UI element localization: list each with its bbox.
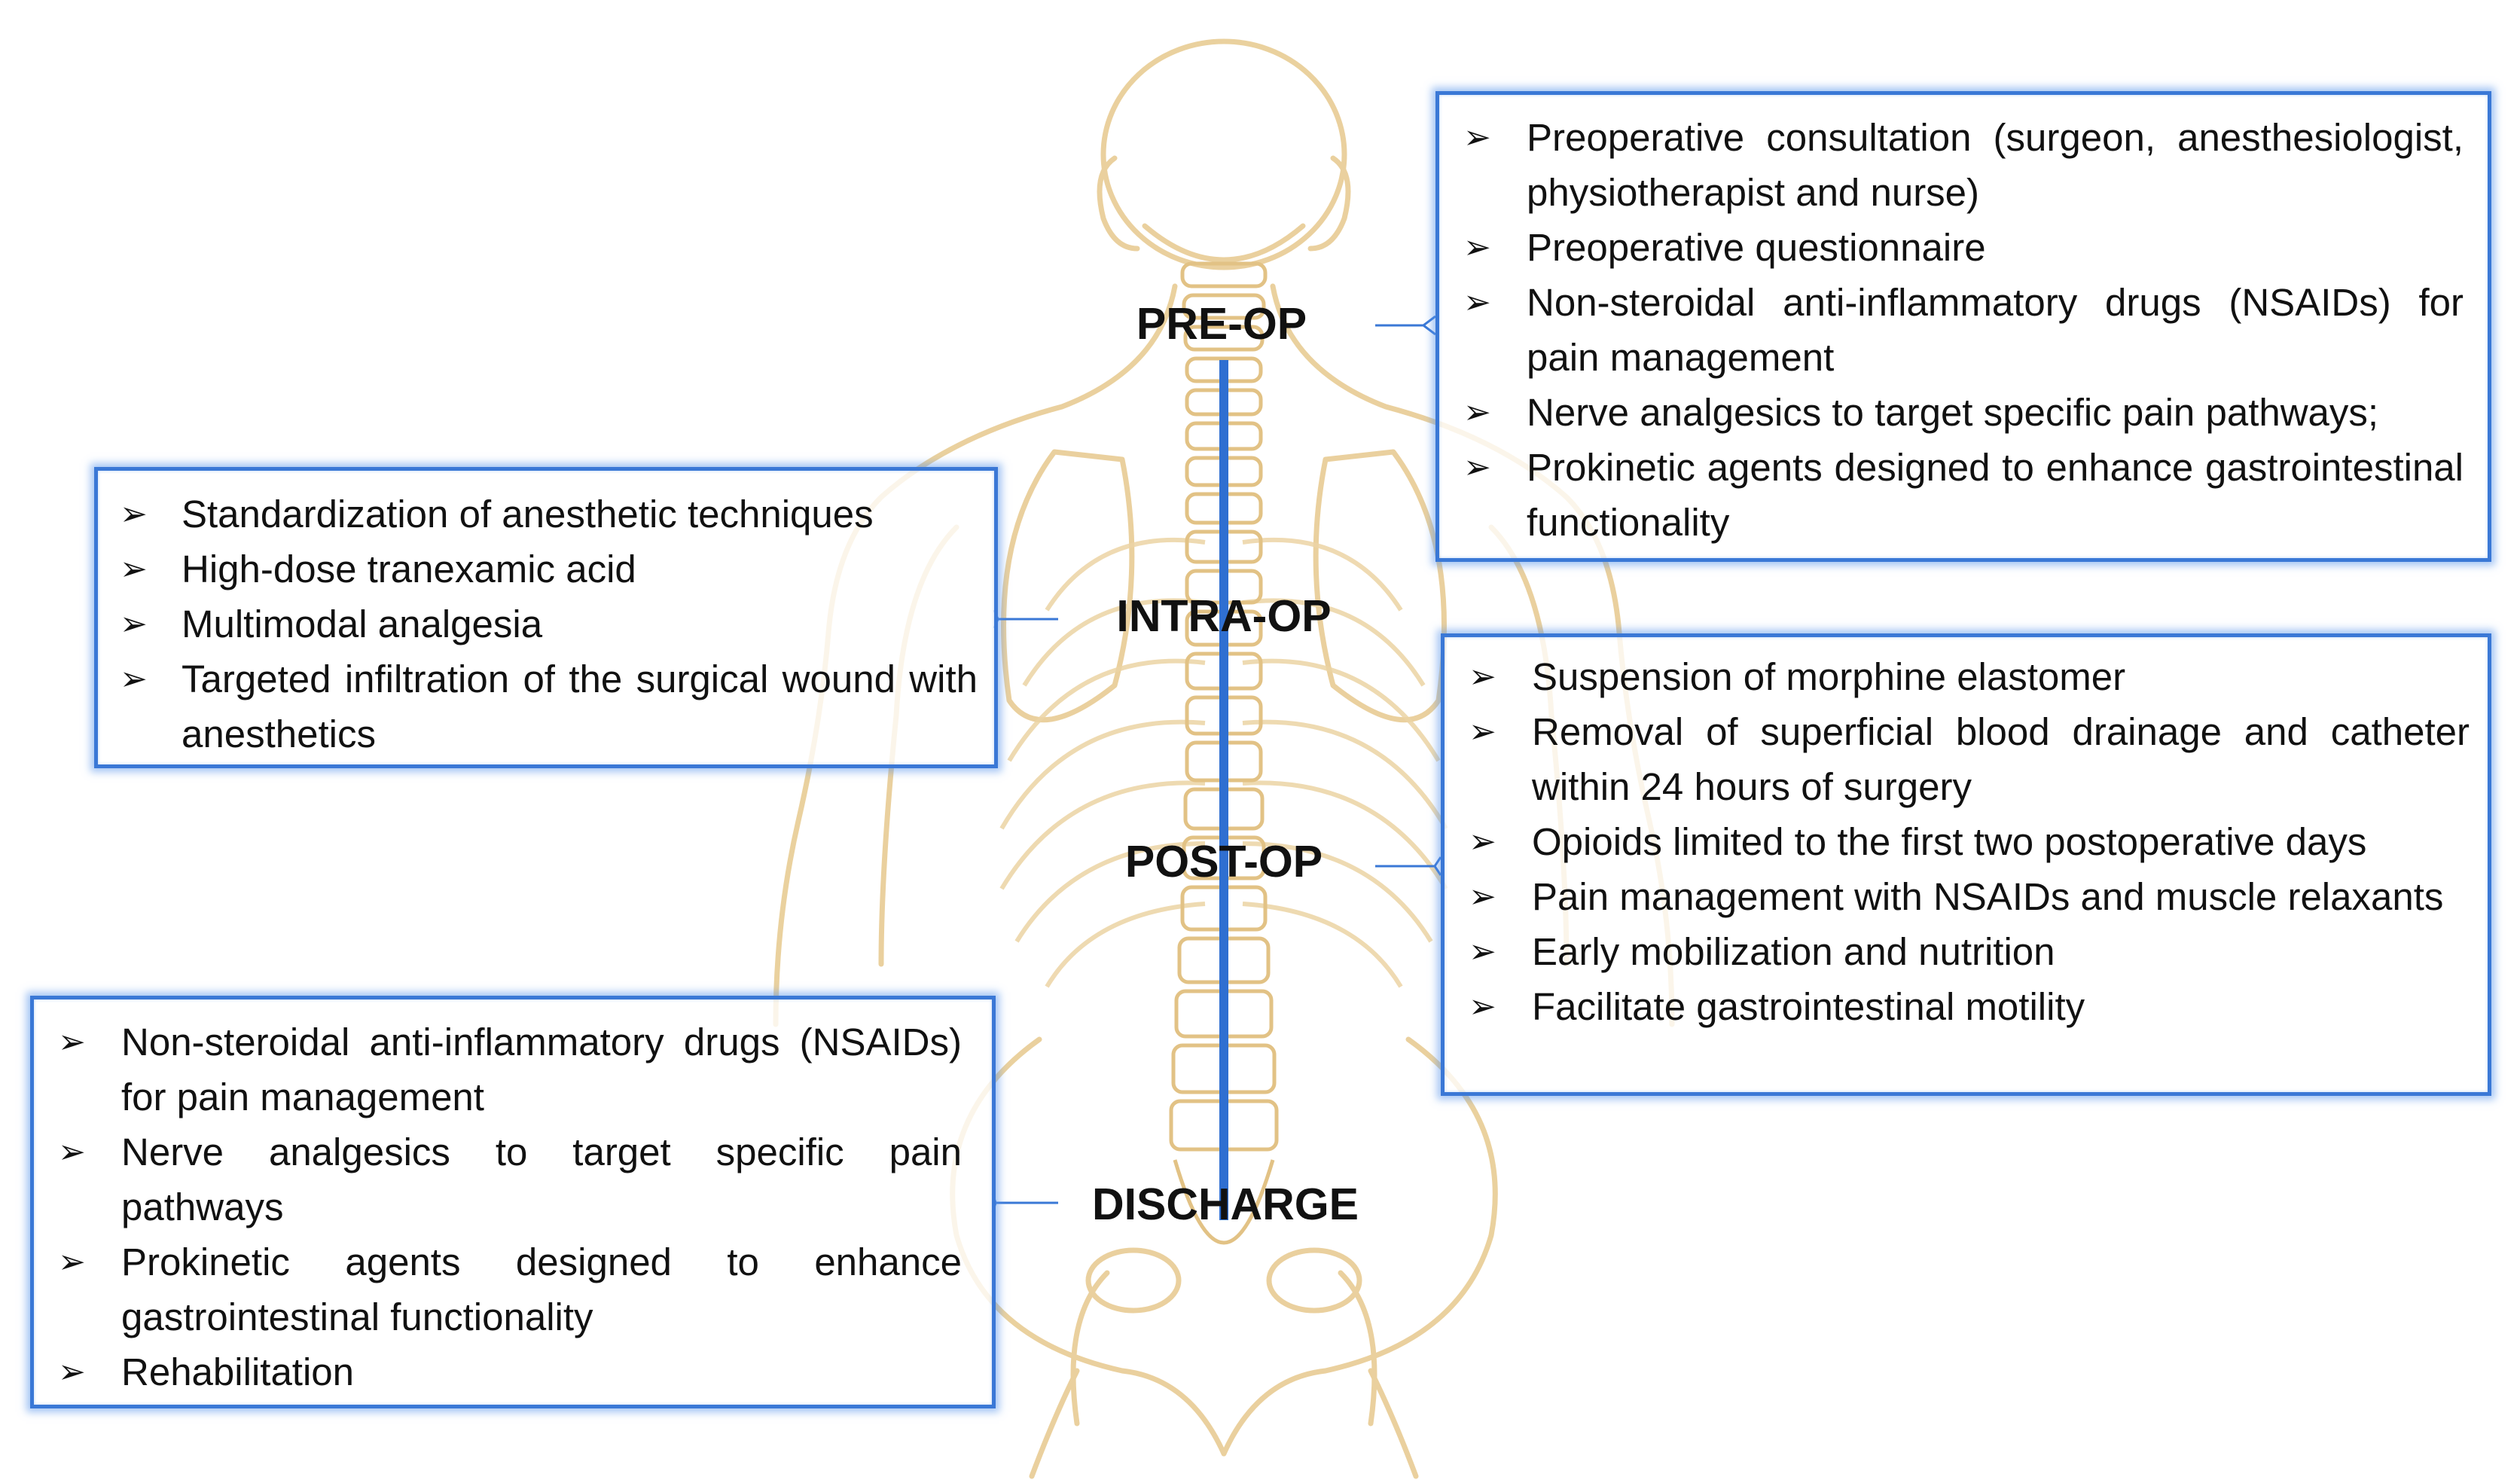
stage-label-preop: PRE-OP bbox=[1136, 299, 1307, 349]
list-item: Multimodal analgesia bbox=[120, 597, 978, 652]
list-item: Rehabilitation bbox=[58, 1344, 962, 1399]
discharge-measures-box: Non-steroidal anti-inflammatory drugs (N… bbox=[30, 996, 996, 1408]
list-item: Non-steroidal anti-inflammatory drugs (N… bbox=[58, 1015, 962, 1124]
list-item: Standardization of anesthetic techniques bbox=[120, 487, 978, 542]
list-item: Preoperative questionnaire bbox=[1463, 220, 2464, 275]
stage-label-discharge: DISCHARGE bbox=[1091, 1179, 1359, 1229]
list-item: Early mobilization and nutrition bbox=[1469, 924, 2470, 979]
list-item: Pain management with NSAIDs and muscle r… bbox=[1469, 869, 2470, 924]
list-item: Removal of superficial blood drainage an… bbox=[1469, 704, 2470, 814]
postop-measures-box: Suspension of morphine elastomer Removal… bbox=[1441, 633, 2491, 1096]
preop-measures-box: Preoperative consultation (surgeon, anes… bbox=[1435, 91, 2491, 562]
list-item: Nerve analgesics to target specific pain… bbox=[1463, 385, 2464, 440]
stage-label-intraop: INTRA-OP bbox=[1116, 591, 1332, 641]
list-item: Suspension of morphine elastomer bbox=[1469, 649, 2470, 704]
postop-measures-list: Suspension of morphine elastomer Removal… bbox=[1469, 649, 2470, 1034]
list-item: Nerve analgesics to target specific pain… bbox=[58, 1124, 962, 1234]
list-item: Preoperative consultation (surgeon, anes… bbox=[1463, 110, 2464, 220]
stage-label-postop: POST-OP bbox=[1124, 837, 1323, 886]
discharge-measures-list: Non-steroidal anti-inflammatory drugs (N… bbox=[58, 1015, 962, 1399]
preop-measures-list: Preoperative consultation (surgeon, anes… bbox=[1463, 110, 2464, 550]
list-item: Non-steroidal anti-inflammatory drugs (N… bbox=[1463, 275, 2464, 385]
list-item: Opioids limited to the first two postope… bbox=[1469, 814, 2470, 869]
intraop-measures-box: Standardization of anesthetic techniques… bbox=[94, 467, 998, 768]
list-item: High-dose tranexamic acid bbox=[120, 542, 978, 597]
list-item: Prokinetic agents designed to enhance ga… bbox=[58, 1234, 962, 1344]
list-item: Targeted infiltration of the surgical wo… bbox=[120, 652, 978, 761]
list-item: Prokinetic agents designed to enhance ga… bbox=[1463, 440, 2464, 550]
intraop-measures-list: Standardization of anesthetic techniques… bbox=[120, 487, 978, 761]
list-item: Facilitate gastrointestinal motility bbox=[1469, 979, 2470, 1034]
